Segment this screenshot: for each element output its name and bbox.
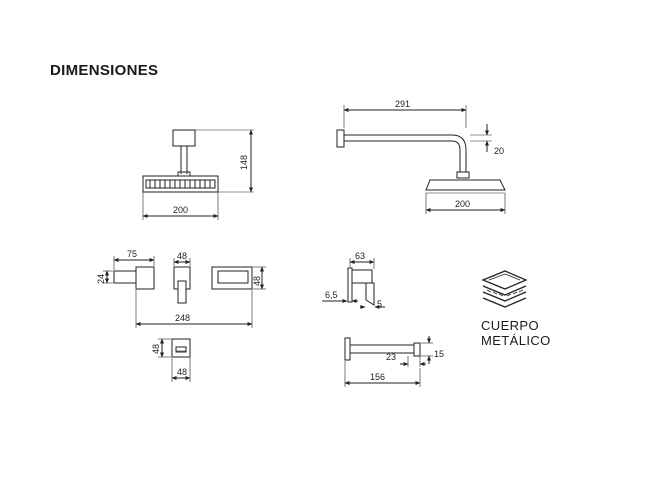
- dim-spout-drop: 15: [434, 349, 444, 359]
- dim-spout-length: 156: [370, 372, 385, 382]
- badge-line-1: CUERPO: [481, 318, 540, 333]
- dim-small-height: 48: [151, 344, 161, 354]
- dim-valve-height-left: 24: [96, 274, 106, 284]
- layered-metal-icon: [481, 270, 528, 308]
- dim-arm-drop: 20: [494, 146, 504, 156]
- valve-front-view: [103, 256, 266, 328]
- spout-bottom-view: [344, 336, 433, 387]
- dim-shower-width-side: 200: [455, 199, 470, 209]
- spout-side-view: [322, 258, 385, 309]
- dim-valve-total: 248: [175, 313, 190, 323]
- dim-shower-height: 148: [239, 155, 249, 170]
- dim-valve-height-right: 48: [252, 276, 262, 286]
- small-square-view: [158, 338, 191, 382]
- shower-side-view: [336, 105, 506, 214]
- dim-small-width: 48: [177, 367, 187, 377]
- dim-spout-thickness: 5: [377, 299, 382, 309]
- shower-front-view: [142, 129, 254, 220]
- dim-valve-body-width: 48: [177, 251, 187, 261]
- dim-arm-length: 291: [395, 99, 410, 109]
- dim-spout-nozzle: 23: [386, 352, 396, 362]
- dim-valve-handle: 75: [127, 249, 137, 259]
- dim-shower-width-front: 200: [173, 205, 188, 215]
- metal-body-badge: CUERPO METÁLICO: [481, 318, 551, 348]
- dim-spout-offset: 6,5: [325, 290, 338, 300]
- page-title: DIMENSIONES: [50, 62, 159, 79]
- badge-line-2: METÁLICO: [481, 333, 551, 348]
- dim-spout-top: 63: [355, 251, 365, 261]
